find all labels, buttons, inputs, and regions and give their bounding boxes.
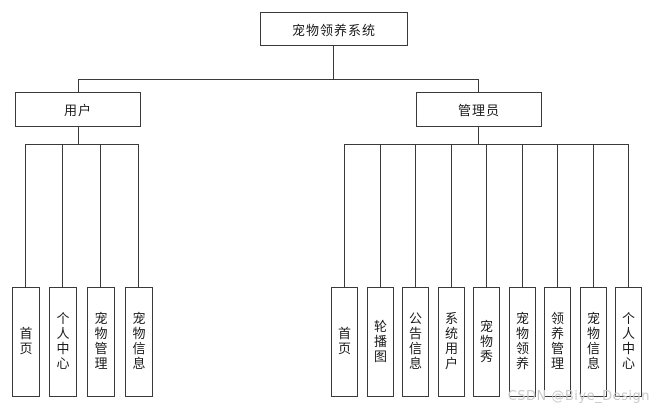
connector-user-bus [25, 144, 138, 145]
node-admin-feature-adoption-management[interactable]: 领养管理 [544, 287, 571, 397]
node-root-system[interactable]: 宠物领养系统 [260, 12, 408, 46]
node-label: 宠物管理 [94, 312, 108, 372]
node-label: 领养管理 [550, 312, 564, 372]
node-user-feature-pet-info[interactable]: 宠物信息 [125, 287, 153, 397]
node-user-feature-personal-center[interactable]: 个人中心 [49, 287, 77, 397]
connector-admin-drop-9 [628, 144, 629, 287]
node-label: 轮播图 [373, 319, 387, 365]
connector-user-drop-4 [138, 144, 139, 287]
node-actor-user[interactable]: 用户 [15, 92, 141, 127]
node-actor-admin[interactable]: 管理员 [416, 92, 542, 127]
connector-to-user [78, 79, 79, 92]
connector-admin-drop-1 [344, 144, 345, 287]
connector-root-stub [333, 46, 334, 79]
connector-admin-drop-2 [380, 144, 381, 287]
node-label: 宠物领养 [515, 312, 529, 372]
node-label: 首页 [337, 327, 351, 357]
node-admin-feature-pet-info[interactable]: 宠物信息 [580, 287, 607, 397]
node-label: 用户 [63, 104, 92, 119]
node-user-feature-pet-management[interactable]: 宠物管理 [87, 287, 115, 397]
node-admin-feature-pet-adoption[interactable]: 宠物领养 [509, 287, 536, 397]
node-admin-feature-pet-show[interactable]: 宠物秀 [473, 287, 500, 397]
connector-admin-stub [478, 127, 479, 144]
node-label: 系统用户 [444, 312, 458, 372]
connector-level1-bus [78, 79, 478, 80]
connector-admin-drop-5 [486, 144, 487, 287]
connector-admin-drop-6 [522, 144, 523, 287]
node-admin-feature-personal-center[interactable]: 个人中心 [615, 287, 642, 397]
node-label: 公告信息 [408, 312, 422, 372]
node-label: 宠物信息 [586, 312, 600, 372]
node-user-feature-home[interactable]: 首页 [12, 287, 40, 397]
node-label: 个人中心 [56, 312, 70, 372]
connector-user-drop-1 [25, 144, 26, 287]
node-admin-feature-system-users[interactable]: 系统用户 [438, 287, 465, 397]
connector-to-admin [478, 79, 479, 92]
connector-user-drop-3 [100, 144, 101, 287]
connector-admin-drop-7 [557, 144, 558, 287]
connector-admin-drop-3 [415, 144, 416, 287]
node-label: 首页 [19, 327, 33, 357]
node-label: 管理员 [457, 104, 500, 119]
node-label: 宠物领养系统 [291, 23, 376, 39]
node-label: 个人中心 [621, 312, 635, 372]
node-label: 宠物信息 [132, 312, 146, 372]
connector-user-stub [78, 127, 79, 144]
connector-admin-drop-4 [451, 144, 452, 287]
node-admin-feature-announcement[interactable]: 公告信息 [402, 287, 429, 397]
node-admin-feature-home[interactable]: 首页 [331, 287, 358, 397]
connector-admin-drop-8 [593, 144, 594, 287]
connector-user-drop-2 [62, 144, 63, 287]
node-admin-feature-carousel[interactable]: 轮播图 [367, 287, 394, 397]
node-label: 宠物秀 [479, 319, 493, 365]
